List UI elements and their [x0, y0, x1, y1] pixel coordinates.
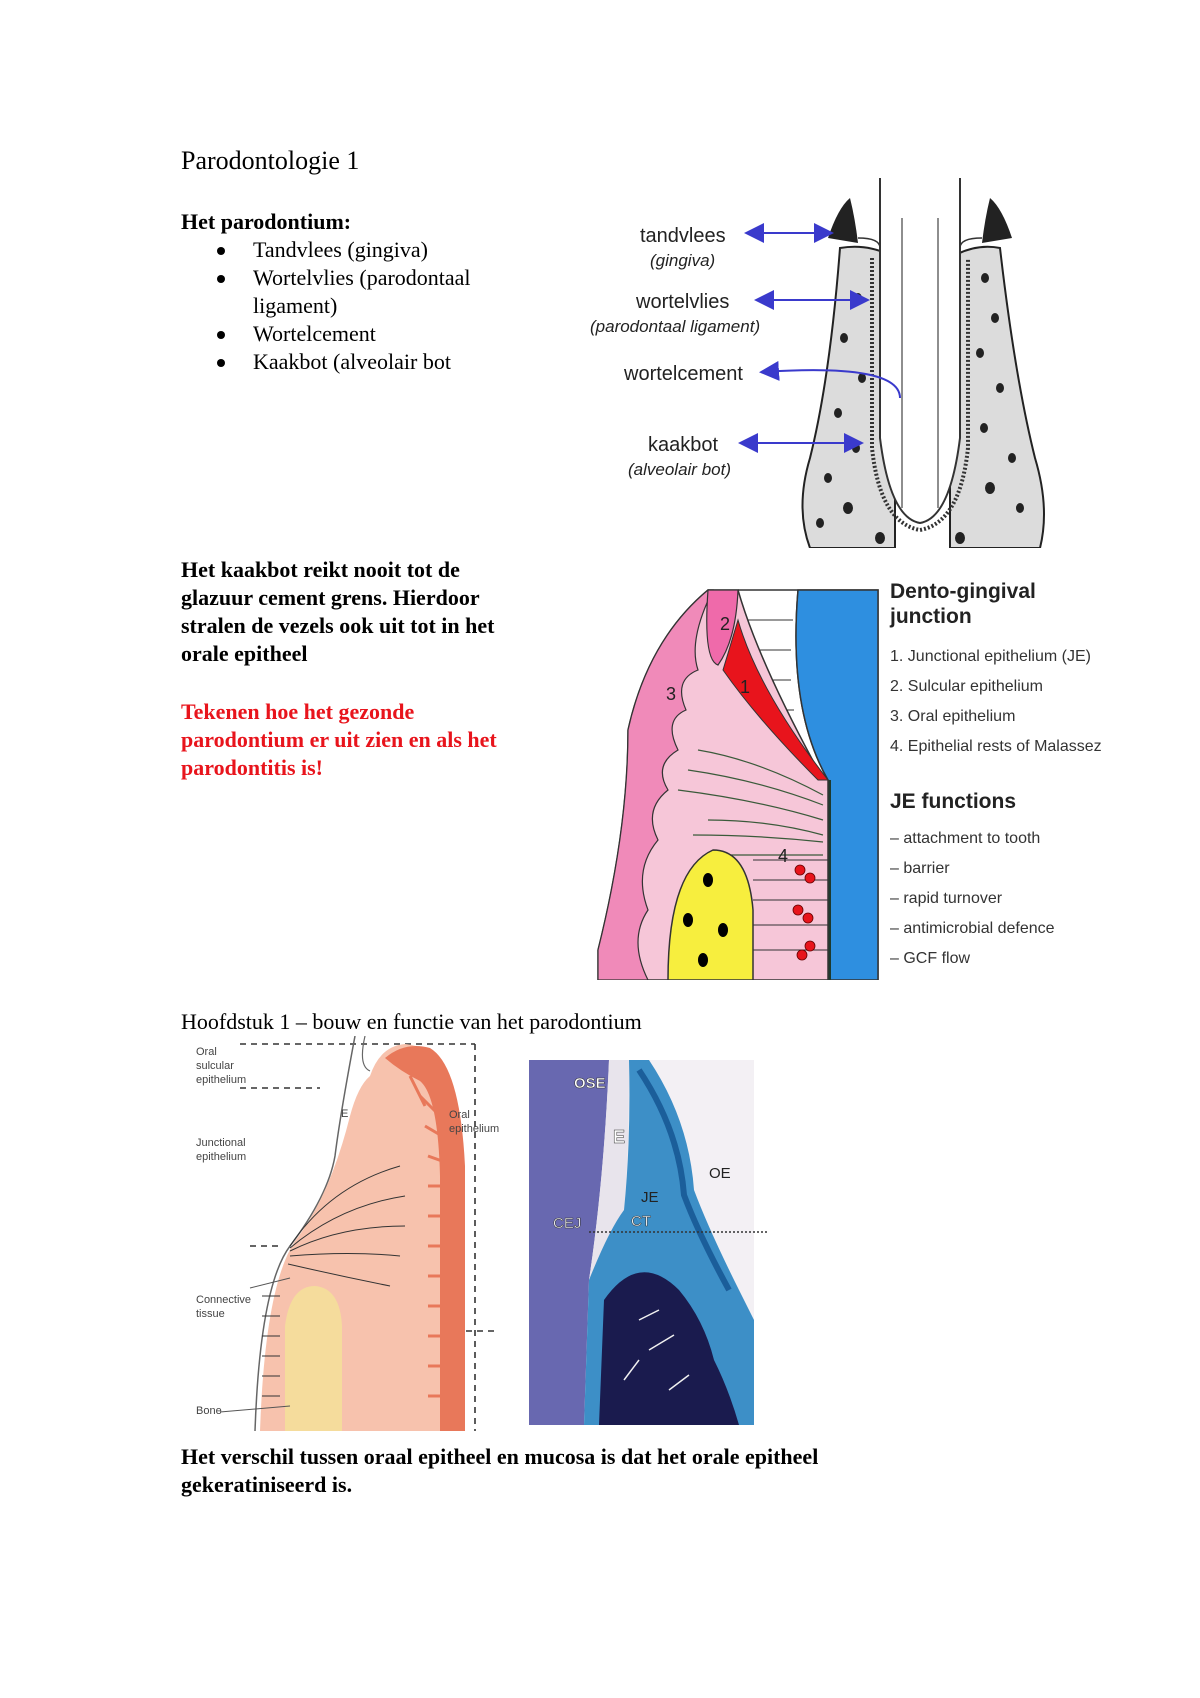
function-item: – attachment to tooth	[890, 830, 1040, 847]
label-wortelcement: wortelcement	[623, 363, 743, 385]
label-cej: CEJ	[553, 1215, 581, 1232]
svg-text:(parodontaal ligament): (parodontaal ligament)	[590, 317, 760, 336]
section3-heading: Hoofdstuk 1 – bouw en functie van het pa…	[181, 1009, 642, 1034]
list-item: Wortelcement	[217, 320, 471, 348]
legend-item: 2. Sulcular epithelium	[890, 678, 1043, 695]
svg-text:(alveolair bot): (alveolair bot)	[628, 460, 731, 479]
number-1: 1	[740, 677, 750, 697]
periodontium-figure: tandvlees (gingiva) wortelvlies (parodon…	[590, 178, 1045, 548]
label-oe: OE	[709, 1165, 731, 1182]
figure2-title: Dento-gingival	[890, 580, 1036, 603]
label-wortelvlies: wortelvlies	[635, 291, 729, 313]
function-item: – rapid turnover	[890, 890, 1003, 907]
gingiva-schematic-figure	[219, 1036, 495, 1432]
dento-gingival-figure: 2 1 3 4 Dento-gingival junction 1. Junct…	[597, 580, 1102, 980]
page-title: Parodontologie 1	[181, 146, 360, 175]
parodontium-list: Tandvlees (gingiva) Wortelvlies (parodon…	[217, 236, 471, 376]
section4-text: Het verschil tussen oraal epitheel en mu…	[181, 1444, 819, 1497]
svg-text:junction: junction	[889, 605, 972, 628]
section2-red-text: Tekenen hoe het gezonde parodontium er u…	[181, 699, 497, 780]
section2-text: Het kaakbot reikt nooit tot de glazuur c…	[181, 557, 495, 666]
label-e: E	[613, 1127, 625, 1147]
legend-item: 1. Junctional epithelium (JE)	[890, 648, 1091, 665]
number-2: 2	[720, 614, 730, 634]
label-kaakbot: kaakbot	[648, 434, 718, 456]
section1-heading: Het parodontium:	[181, 209, 352, 234]
label-je: JE	[641, 1189, 659, 1206]
list-item: Kaakbot (alveolair bot	[217, 348, 471, 376]
number-3: 3	[666, 684, 676, 704]
list-item: Tandvlees (gingiva)	[217, 236, 471, 264]
je-functions-title: JE functions	[890, 790, 1016, 813]
number-4: 4	[778, 846, 788, 866]
section1: Het parodontium: Tandvlees (gingiva) Wor…	[181, 208, 471, 376]
legend-item: 4. Epithelial rests of Malassez	[890, 738, 1102, 755]
label-tandvlees: tandvlees	[640, 225, 726, 247]
function-item: – barrier	[890, 860, 950, 877]
label-ose: OSE	[574, 1075, 606, 1092]
svg-text:(gingiva): (gingiva)	[650, 251, 715, 270]
legend-item: 3. Oral epithelium	[890, 708, 1015, 725]
function-item: – GCF flow	[890, 950, 970, 967]
label-ct: CT	[631, 1213, 651, 1230]
histology-figure: OSE E OE JE CEJ CT	[529, 1060, 769, 1425]
function-item: – antimicrobial defence	[890, 920, 1055, 937]
